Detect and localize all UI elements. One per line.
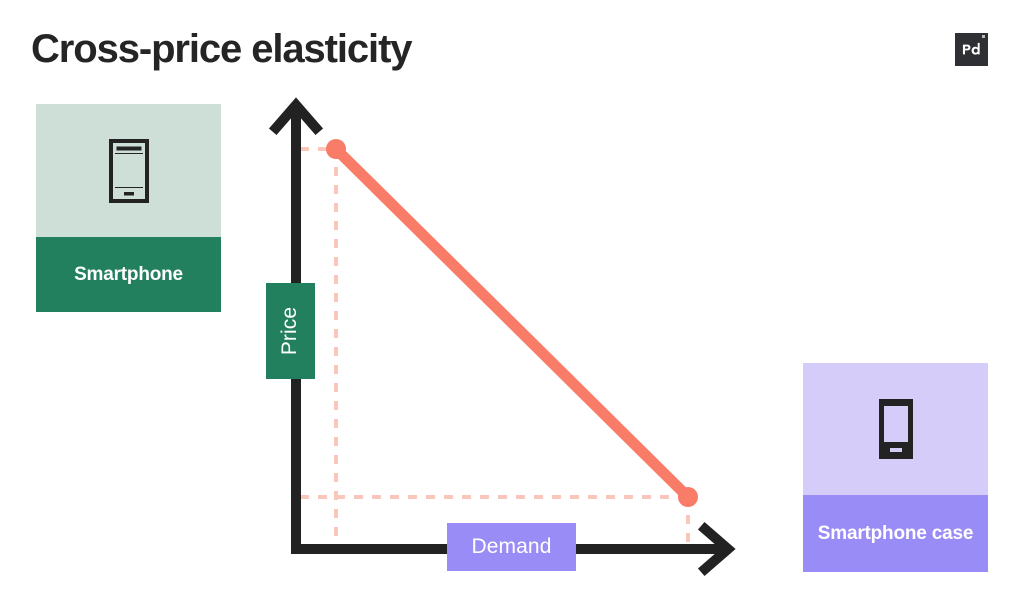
smartphone-case-label-text: Smartphone case: [817, 522, 974, 544]
pd-monogram-icon: [962, 42, 980, 55]
smartphone-case-card-image: [803, 363, 988, 495]
trademark-mark: [982, 35, 985, 38]
data-point-low-price: [678, 487, 698, 507]
smartphone-case-card-label: Smartphone case: [803, 495, 988, 572]
pandadoc-logo: [955, 33, 988, 66]
product-card-smartphone: Smartphone: [36, 104, 221, 312]
guide-lines: [300, 147, 690, 545]
smartphone-card-label: Smartphone: [36, 237, 221, 312]
demand-curve-series: [326, 139, 698, 507]
y-axis-label-price: Price: [266, 283, 315, 379]
product-card-smartphone-case: Smartphone case: [803, 363, 988, 572]
x-axis-label-demand: Demand: [447, 523, 576, 571]
smartphone-card-image: [36, 104, 221, 237]
data-point-high-price: [326, 139, 346, 159]
x-axis-label-text: Demand: [471, 535, 552, 558]
page-title: Cross-price elasticity: [31, 27, 413, 71]
y-axis-label-text: Price: [278, 306, 302, 356]
smartphone-outline-icon: [108, 138, 149, 203]
smartphone-case-solid-icon: [878, 399, 913, 459]
